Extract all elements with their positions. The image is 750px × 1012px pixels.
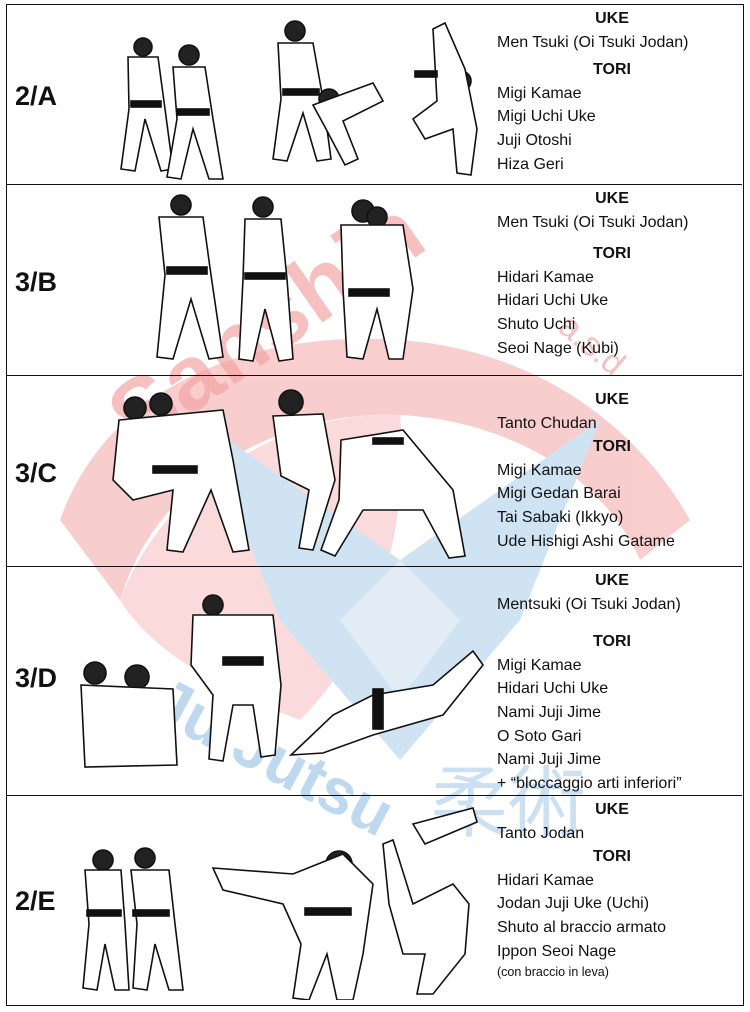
tori-technique: Hidari Uchi Uke	[497, 680, 609, 698]
technique-text: UKE Tanto Chudan TORI Migi Kamae Migi Ge…	[497, 388, 742, 553]
uke-technique: Tanto Jodan	[497, 824, 585, 842]
uke-label: UKE	[595, 801, 629, 818]
tori-label: TORI	[593, 245, 631, 263]
tori-label: TORI	[593, 633, 631, 651]
technique-row: 2/A UKE Men Tsuki (Oi Tsuki Jodan) TORI …	[7, 5, 742, 185]
technique-row: 3/D UKE Mentsuki (Oi Tsuki Jodan) TORI M…	[7, 567, 742, 796]
technique-text: UKE Men Tsuki (Oi Tsuki Jodan) TORI Migi…	[497, 7, 742, 176]
tori-technique: Shuto Uchi	[497, 315, 576, 333]
technique-illustration	[156, 194, 414, 362]
tori-technique: Hidari Uchi Uke	[497, 292, 609, 310]
tori-technique: Migi Kamae	[497, 461, 582, 479]
tori-technique: Nami Juji Jime	[497, 703, 602, 721]
technique-code: 2/A	[15, 81, 58, 111]
technique-code: 2/E	[15, 886, 56, 916]
uke-label: UKE	[595, 391, 629, 408]
tori-technique: Shuto al braccio armato	[497, 918, 666, 936]
technique-table: 2/A UKE Men Tsuki (Oi Tsuki Jodan) TORI …	[6, 4, 744, 1006]
tori-label: TORI	[593, 848, 631, 866]
tori-technique: Ippon Seoi Nage	[497, 942, 617, 960]
technique-text: UKE Tanto Jodan TORI Hidari Kamae Jodan …	[497, 798, 742, 981]
tori-label: TORI	[593, 61, 631, 79]
tori-technique-note: (con braccio in leva)	[497, 965, 609, 980]
tori-technique: Juji Otoshi	[497, 131, 572, 149]
tori-technique: Nami Juji Jime	[497, 751, 602, 769]
technique-row: 3/C UKE Tanto Chudan TORI Migi Kamae Mig…	[7, 376, 742, 567]
tori-technique: Jodan Juji Uke (Uchi)	[497, 895, 650, 913]
technique-code: 3/B	[15, 267, 58, 297]
uke-technique: Men Tsuki (Oi Tsuki Jodan)	[497, 33, 689, 51]
tori-technique: Hidari Kamae	[497, 268, 594, 286]
technique-row: 2/E UKE Tanto Jodan TORI Hidari Kamae Jo…	[7, 796, 742, 1005]
tori-technique: Tai Sabaki (Ikkyo)	[497, 508, 624, 526]
technique-illustration	[120, 20, 478, 180]
tori-technique: Hiza Geri	[497, 155, 564, 173]
tori-label: TORI	[593, 438, 631, 456]
tori-technique: Seoi Nage (Kubi)	[497, 339, 619, 357]
technique-illustration	[82, 807, 478, 1000]
uke-technique: Tanto Chudan	[497, 414, 597, 432]
tori-technique: Hidari Kamae	[497, 871, 594, 889]
uke-technique: Men Tsuki (Oi Tsuki Jodan)	[497, 213, 689, 231]
uke-technique: Mentsuki (Oi Tsuki Jodan)	[497, 595, 681, 613]
uke-label: UKE	[595, 10, 629, 27]
tori-technique: Migi Uchi Uke	[497, 108, 596, 126]
uke-label: UKE	[595, 190, 629, 207]
tori-technique: Migi Gedan Barai	[497, 485, 621, 503]
uke-label: UKE	[595, 572, 629, 589]
technique-illustration	[80, 594, 485, 768]
technique-code: 3/C	[15, 458, 58, 488]
tori-technique: Ude Hishigi Ashi Gatame	[497, 532, 675, 550]
technique-code: 3/D	[15, 663, 58, 693]
tori-technique: O Soto Gari	[497, 727, 582, 745]
technique-text: UKE Men Tsuki (Oi Tsuki Jodan) TORI Hida…	[497, 187, 742, 360]
tori-technique: Migi Kamae	[497, 656, 582, 674]
technique-text: UKE Mentsuki (Oi Tsuki Jodan) TORI Migi …	[497, 569, 742, 795]
technique-illustration	[112, 389, 466, 559]
tori-technique: + “bloccaggio arti inferiori”	[497, 774, 682, 792]
technique-row: 3/B UKE Men Tsuki (Oi Tsuki Jodan) TORI …	[7, 185, 742, 376]
tori-technique: Migi Kamae	[497, 84, 582, 102]
